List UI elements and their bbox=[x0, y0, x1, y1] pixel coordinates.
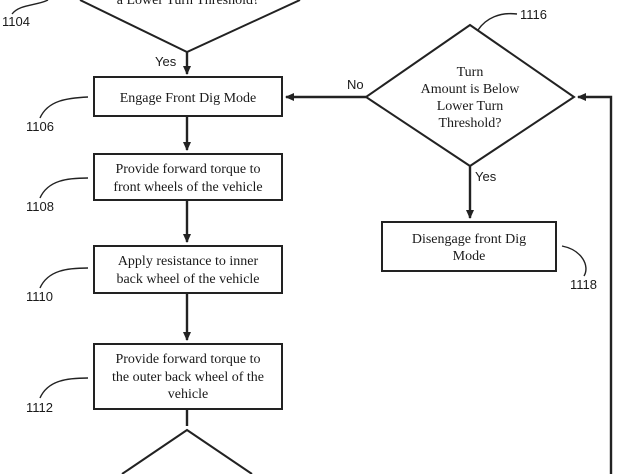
step-1110-text-2: back wheel of the vehicle bbox=[116, 272, 259, 287]
ref-1112: 1112 bbox=[26, 400, 53, 415]
yes-label-top: Yes bbox=[155, 54, 177, 69]
leader-1104 bbox=[11, 0, 49, 15]
decision-1116-text-2: Amount is Below bbox=[421, 82, 521, 97]
ref-1118: 1118 bbox=[570, 277, 597, 292]
decision-top-text: a Lower Turn Threshold? bbox=[117, 0, 259, 8]
leader-1106 bbox=[39, 96, 89, 119]
ref-1110: 1110 bbox=[26, 289, 53, 304]
decision-1116-text-1: Turn bbox=[457, 65, 484, 80]
step-1108-text-1: Provide forward torque to bbox=[115, 162, 260, 177]
step-1106-text: Engage Front Dig Mode bbox=[120, 91, 256, 106]
step-1118-text-2: Mode bbox=[453, 249, 486, 264]
ref-1104: 1104 bbox=[2, 14, 30, 29]
leader-1118 bbox=[561, 245, 587, 277]
step-1118-text-1: Disengage front Dig bbox=[412, 232, 526, 247]
decision-1116-text-3: Lower Turn bbox=[437, 99, 504, 114]
leader-1110 bbox=[39, 267, 89, 289]
ref-1106: 1106 bbox=[26, 119, 54, 134]
step-1112-text-1: Provide forward torque to bbox=[115, 352, 260, 367]
leader-1116 bbox=[477, 12, 518, 31]
decision-bottom-diamond bbox=[121, 428, 253, 474]
yes-label-1116: Yes bbox=[475, 169, 497, 184]
step-1118-box bbox=[381, 221, 557, 272]
ref-1108: 1108 bbox=[26, 199, 54, 214]
leader-1108 bbox=[39, 177, 89, 199]
step-1112-text-3: vehicle bbox=[168, 387, 208, 402]
no-label-1116: No bbox=[347, 77, 364, 92]
leader-1112 bbox=[39, 377, 89, 399]
decision-1116-text-4: Threshold? bbox=[439, 116, 502, 131]
step-1108-text-2: front wheels of the vehicle bbox=[113, 180, 262, 195]
ref-1116: 1116 bbox=[520, 7, 547, 22]
step-1112-text-2: the outer back wheel of the bbox=[112, 370, 264, 385]
step-1110-box bbox=[93, 245, 283, 294]
step-1110-text-1: Apply resistance to inner bbox=[118, 254, 259, 269]
arrow-loop-to-1116 bbox=[577, 93, 613, 474]
step-1112-box bbox=[93, 343, 283, 410]
step-1106-box bbox=[93, 76, 283, 117]
